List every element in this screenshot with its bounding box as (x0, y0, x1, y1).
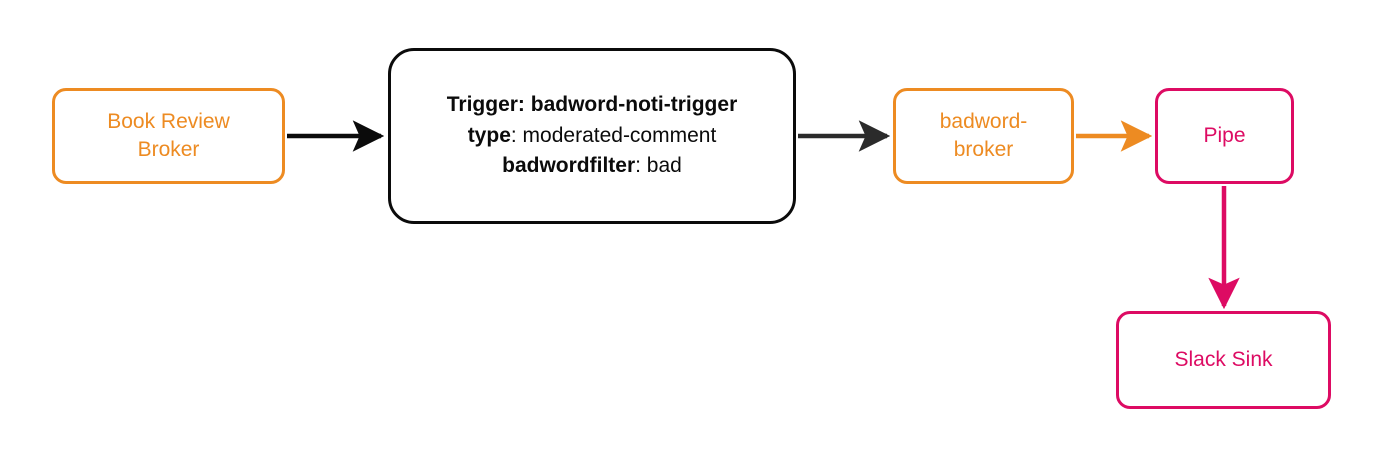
node-book-review-broker[interactable]: Book Review Broker (52, 88, 285, 184)
node-book-review-broker-label: Book Review Broker (107, 110, 230, 161)
trigger-line-name: Trigger: badword-noti-trigger (447, 90, 738, 121)
trigger-line-badwordfilter-label: badwordfilter (502, 154, 636, 178)
trigger-line-type-label: type (467, 123, 511, 147)
trigger-line-badwordfilter-value: : bad (635, 154, 682, 178)
trigger-line-type: type: moderated-comment (468, 121, 717, 152)
node-pipe[interactable]: Pipe (1155, 88, 1294, 184)
node-trigger[interactable]: Trigger: badword-noti-trigger type: mode… (388, 48, 796, 224)
node-pipe-label: Pipe (1203, 124, 1246, 148)
trigger-line-name-label: Trigger: (446, 92, 525, 116)
trigger-line-badwordfilter: badwordfilter: bad (502, 151, 682, 182)
node-slack-sink-label: Slack Sink (1174, 348, 1273, 372)
node-badword-broker[interactable]: badword- broker (893, 88, 1074, 184)
node-badword-broker-label: badword- broker (939, 110, 1028, 161)
node-slack-sink[interactable]: Slack Sink (1116, 311, 1331, 409)
trigger-line-name-value: badword-noti-trigger (530, 92, 738, 116)
trigger-line-type-value: : moderated-comment (510, 123, 717, 147)
